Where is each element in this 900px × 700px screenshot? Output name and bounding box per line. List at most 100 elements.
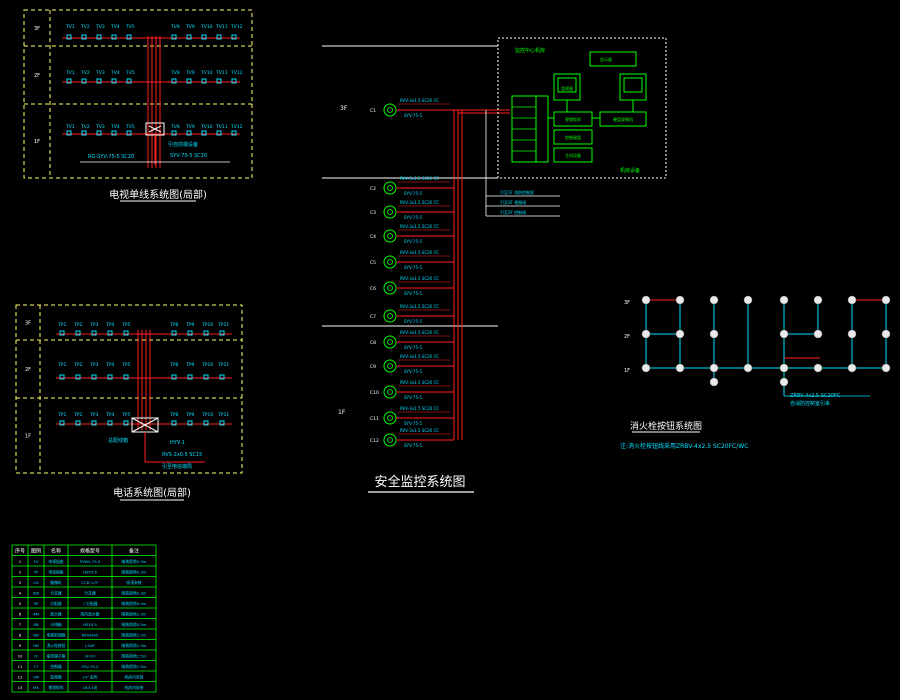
outlet-symbol <box>201 78 207 84</box>
hydrant-button-node <box>779 329 789 339</box>
outlet-label: TP4 <box>105 322 114 328</box>
table-cell: 1 <box>19 559 22 564</box>
outlet-symbol <box>66 130 72 136</box>
outlet-symbol <box>107 374 113 380</box>
camera-icon <box>383 229 397 243</box>
hydrant-floor-label: 1F <box>624 368 630 374</box>
outlet-label: TV10 <box>200 24 213 30</box>
table-cell: 监视器 <box>50 675 62 680</box>
outlet-symbol <box>171 78 177 84</box>
hydrant-panel-caption: 注:消火栓按钮线采用ZRBV-4x2.5 SC20FC/WC <box>620 442 748 450</box>
camera-cable-label: RVV-3x1.5 SC20 CC <box>400 304 439 309</box>
camera-icon <box>383 103 397 117</box>
camera-icon <box>383 181 397 195</box>
outlet-symbol <box>123 330 129 336</box>
outlet-symbol <box>201 130 207 136</box>
outlet-label: TV3 <box>95 70 105 76</box>
outlet-label: TP8 <box>169 362 178 368</box>
table-cell: 分配器 <box>50 601 62 606</box>
table-cell: 放大器 <box>50 612 62 617</box>
table-cell: 5 <box>19 601 22 606</box>
outlet-symbol <box>187 330 193 336</box>
hydrant-floor-label: 3F <box>624 300 630 306</box>
camera-id: C12 <box>370 438 379 444</box>
hydrant-label-b: 自消防控制室引来 <box>790 400 830 407</box>
table-cell: 11 <box>18 664 23 669</box>
outlet-label: TP3 <box>89 412 98 418</box>
table-cell: 电视前端箱 <box>47 633 66 638</box>
outlet-symbol <box>171 374 177 380</box>
outlet-label: TV11 <box>215 70 228 76</box>
telephone-box-label: 总配线箱 <box>108 437 128 444</box>
table-cell: 暗装距地0.3m <box>122 591 147 596</box>
table-cell: JX-20 <box>84 654 95 659</box>
hydrant-button-node <box>847 329 857 339</box>
camera-icon <box>383 309 397 323</box>
table-cell: DB <box>33 633 39 638</box>
outlet-label: TP2 <box>73 322 82 328</box>
outlet-label: TV11 <box>215 124 228 130</box>
camera-cable-label: RVV-3x1.5 SC20 CC <box>400 276 439 281</box>
outlet-symbol <box>59 374 65 380</box>
table-cell: 控制器 <box>50 664 62 669</box>
camera-id: C5 <box>370 260 376 266</box>
outlet-symbol <box>81 78 87 84</box>
table-cell: 4 <box>19 591 22 596</box>
outlet-symbol <box>231 34 237 40</box>
table-header-cell: 图例 <box>31 548 41 555</box>
outlet-symbol <box>66 34 72 40</box>
camera-id: C8 <box>370 340 376 346</box>
hydrant-button-node <box>881 329 891 339</box>
outlet-label: TP8 <box>169 322 178 328</box>
table-cell: 暗装距地1.5m <box>122 654 147 659</box>
hydrant-button-node <box>675 363 685 373</box>
outlet-label: TV9 <box>185 70 195 76</box>
output-line-label: 引至2F 控制线 <box>500 209 526 215</box>
table-cell: 暗装距地1.5m <box>122 633 147 638</box>
table-cell: 16入4出 <box>83 685 98 690</box>
table-cell: SYV-75-5 <box>81 664 99 669</box>
outlet-label: TP9 <box>185 322 194 328</box>
floor-label: 2F <box>25 367 31 373</box>
hydrant-floor-label: 2F <box>624 334 630 340</box>
table-cell: 暗装距地0.3m <box>122 559 147 564</box>
outlet-label: TP4 <box>105 362 114 368</box>
camera-id: C11 <box>370 416 379 422</box>
telephone-note-a: HYV-1 <box>170 440 185 446</box>
outlet-label: TV2 <box>80 24 90 30</box>
hydrant-button-node <box>743 363 753 373</box>
outlet-label: TP2 <box>73 412 82 418</box>
hydrant-button-node <box>813 295 823 305</box>
outlet-label: TP4 <box>105 412 114 418</box>
camera-cable-label: RVV-3x1.5 SC20 CC <box>400 200 439 205</box>
camera-signal-label: SYV-75-5 <box>404 369 422 374</box>
camera-signal-label: SYV-75-5 <box>404 421 422 426</box>
table-cell: MX <box>33 685 39 690</box>
camera-lens <box>387 259 393 265</box>
hydrant-button-node <box>847 363 857 373</box>
table-cell: 3 <box>19 580 22 585</box>
hydrant-button-node <box>675 295 685 305</box>
unit-label: 控制键盘 <box>565 134 581 140</box>
table-cell: 6 <box>19 612 22 617</box>
outlet-label: TV5 <box>125 70 135 76</box>
outlet-label: TP5 <box>121 412 130 418</box>
table-cell: CT <box>34 664 40 669</box>
table-cell: 10 <box>18 654 23 659</box>
outlet-label: TP5 <box>121 362 130 368</box>
outlet-label: TV12 <box>230 124 243 130</box>
camera-lens <box>387 313 393 319</box>
hydrant-button-node <box>641 363 651 373</box>
output-line-label: 引至3F 视频线 <box>500 199 526 205</box>
output-line-label: 引至1F 消防控制室 <box>500 189 534 195</box>
outlet-label: TP10 <box>201 362 213 368</box>
camera-cable-label: RVV-3x1.5 SC20 CC <box>400 250 439 255</box>
tv-note-c: 引自前端设备 <box>168 141 198 148</box>
outlet-symbol <box>111 34 117 40</box>
outlet-symbol <box>96 34 102 40</box>
camera-cable-label: RVV-3x1.5 SC20 CC <box>400 224 439 229</box>
outlet-label: TV8 <box>170 70 180 76</box>
security-floor-upper: 3F <box>340 105 348 112</box>
host-device <box>553 147 593 163</box>
